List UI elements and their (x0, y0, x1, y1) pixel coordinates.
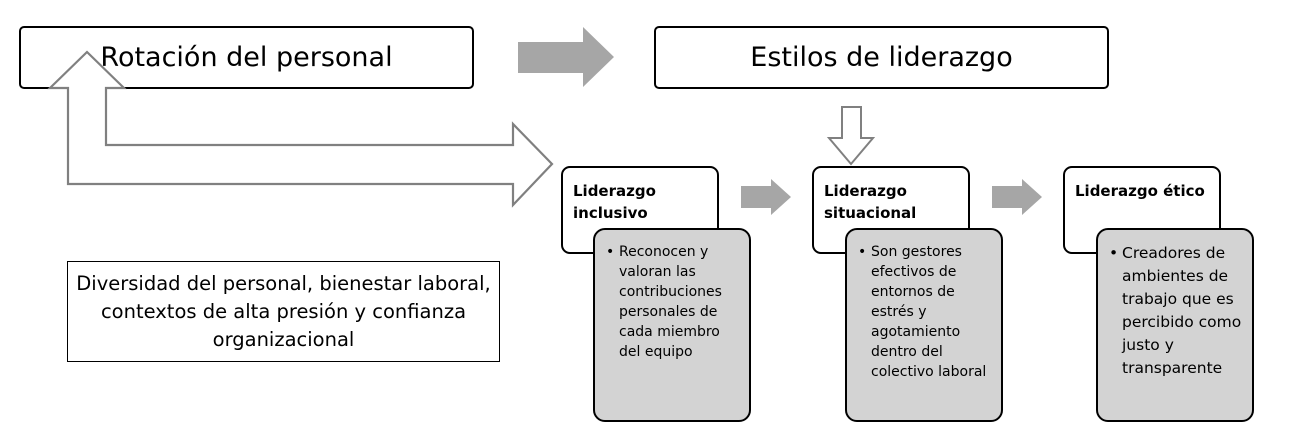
liderazgo-etico-detail: • Creadores de ambientes de trabajo que … (1096, 228, 1254, 422)
down-arrow-icon (826, 106, 876, 166)
liderazgo-inclusivo-text: Reconocen y valoran las contribuciones p… (619, 244, 722, 360)
liderazgo-situacional-title: Liderazgo situacional (824, 182, 917, 222)
summary-box: Diversidad del personal, bienestar labor… (67, 261, 500, 362)
estilos-liderazgo-box: Estilos de liderazgo (654, 26, 1109, 89)
right-arrow-icon (518, 27, 614, 87)
estilos-liderazgo-label: Estilos de liderazgo (750, 42, 1013, 73)
bullet-icon: • (1109, 244, 1119, 262)
right-arrow-icon (741, 179, 791, 215)
bent-arrow-icon (47, 50, 554, 208)
liderazgo-situacional-detail: • Son gestores efectivos de entornos de … (845, 228, 1003, 422)
summary-text: Diversidad del personal, bienestar labor… (76, 271, 491, 351)
bullet-icon: • (606, 244, 615, 260)
bullet-icon: • (858, 244, 867, 260)
rotacion-personal-label: Rotación del personal (100, 42, 393, 73)
liderazgo-inclusivo-title: Liderazgo inclusivo (573, 182, 656, 222)
right-arrow-icon (992, 179, 1042, 215)
liderazgo-inclusivo-detail: • Reconocen y valoran las contribuciones… (593, 228, 751, 422)
liderazgo-situacional-text: Son gestores efectivos de entornos de es… (871, 244, 987, 380)
liderazgo-etico-text: Creadores de ambientes de trabajo que es… (1122, 244, 1242, 377)
liderazgo-etico-title: Liderazgo ético (1075, 182, 1205, 200)
